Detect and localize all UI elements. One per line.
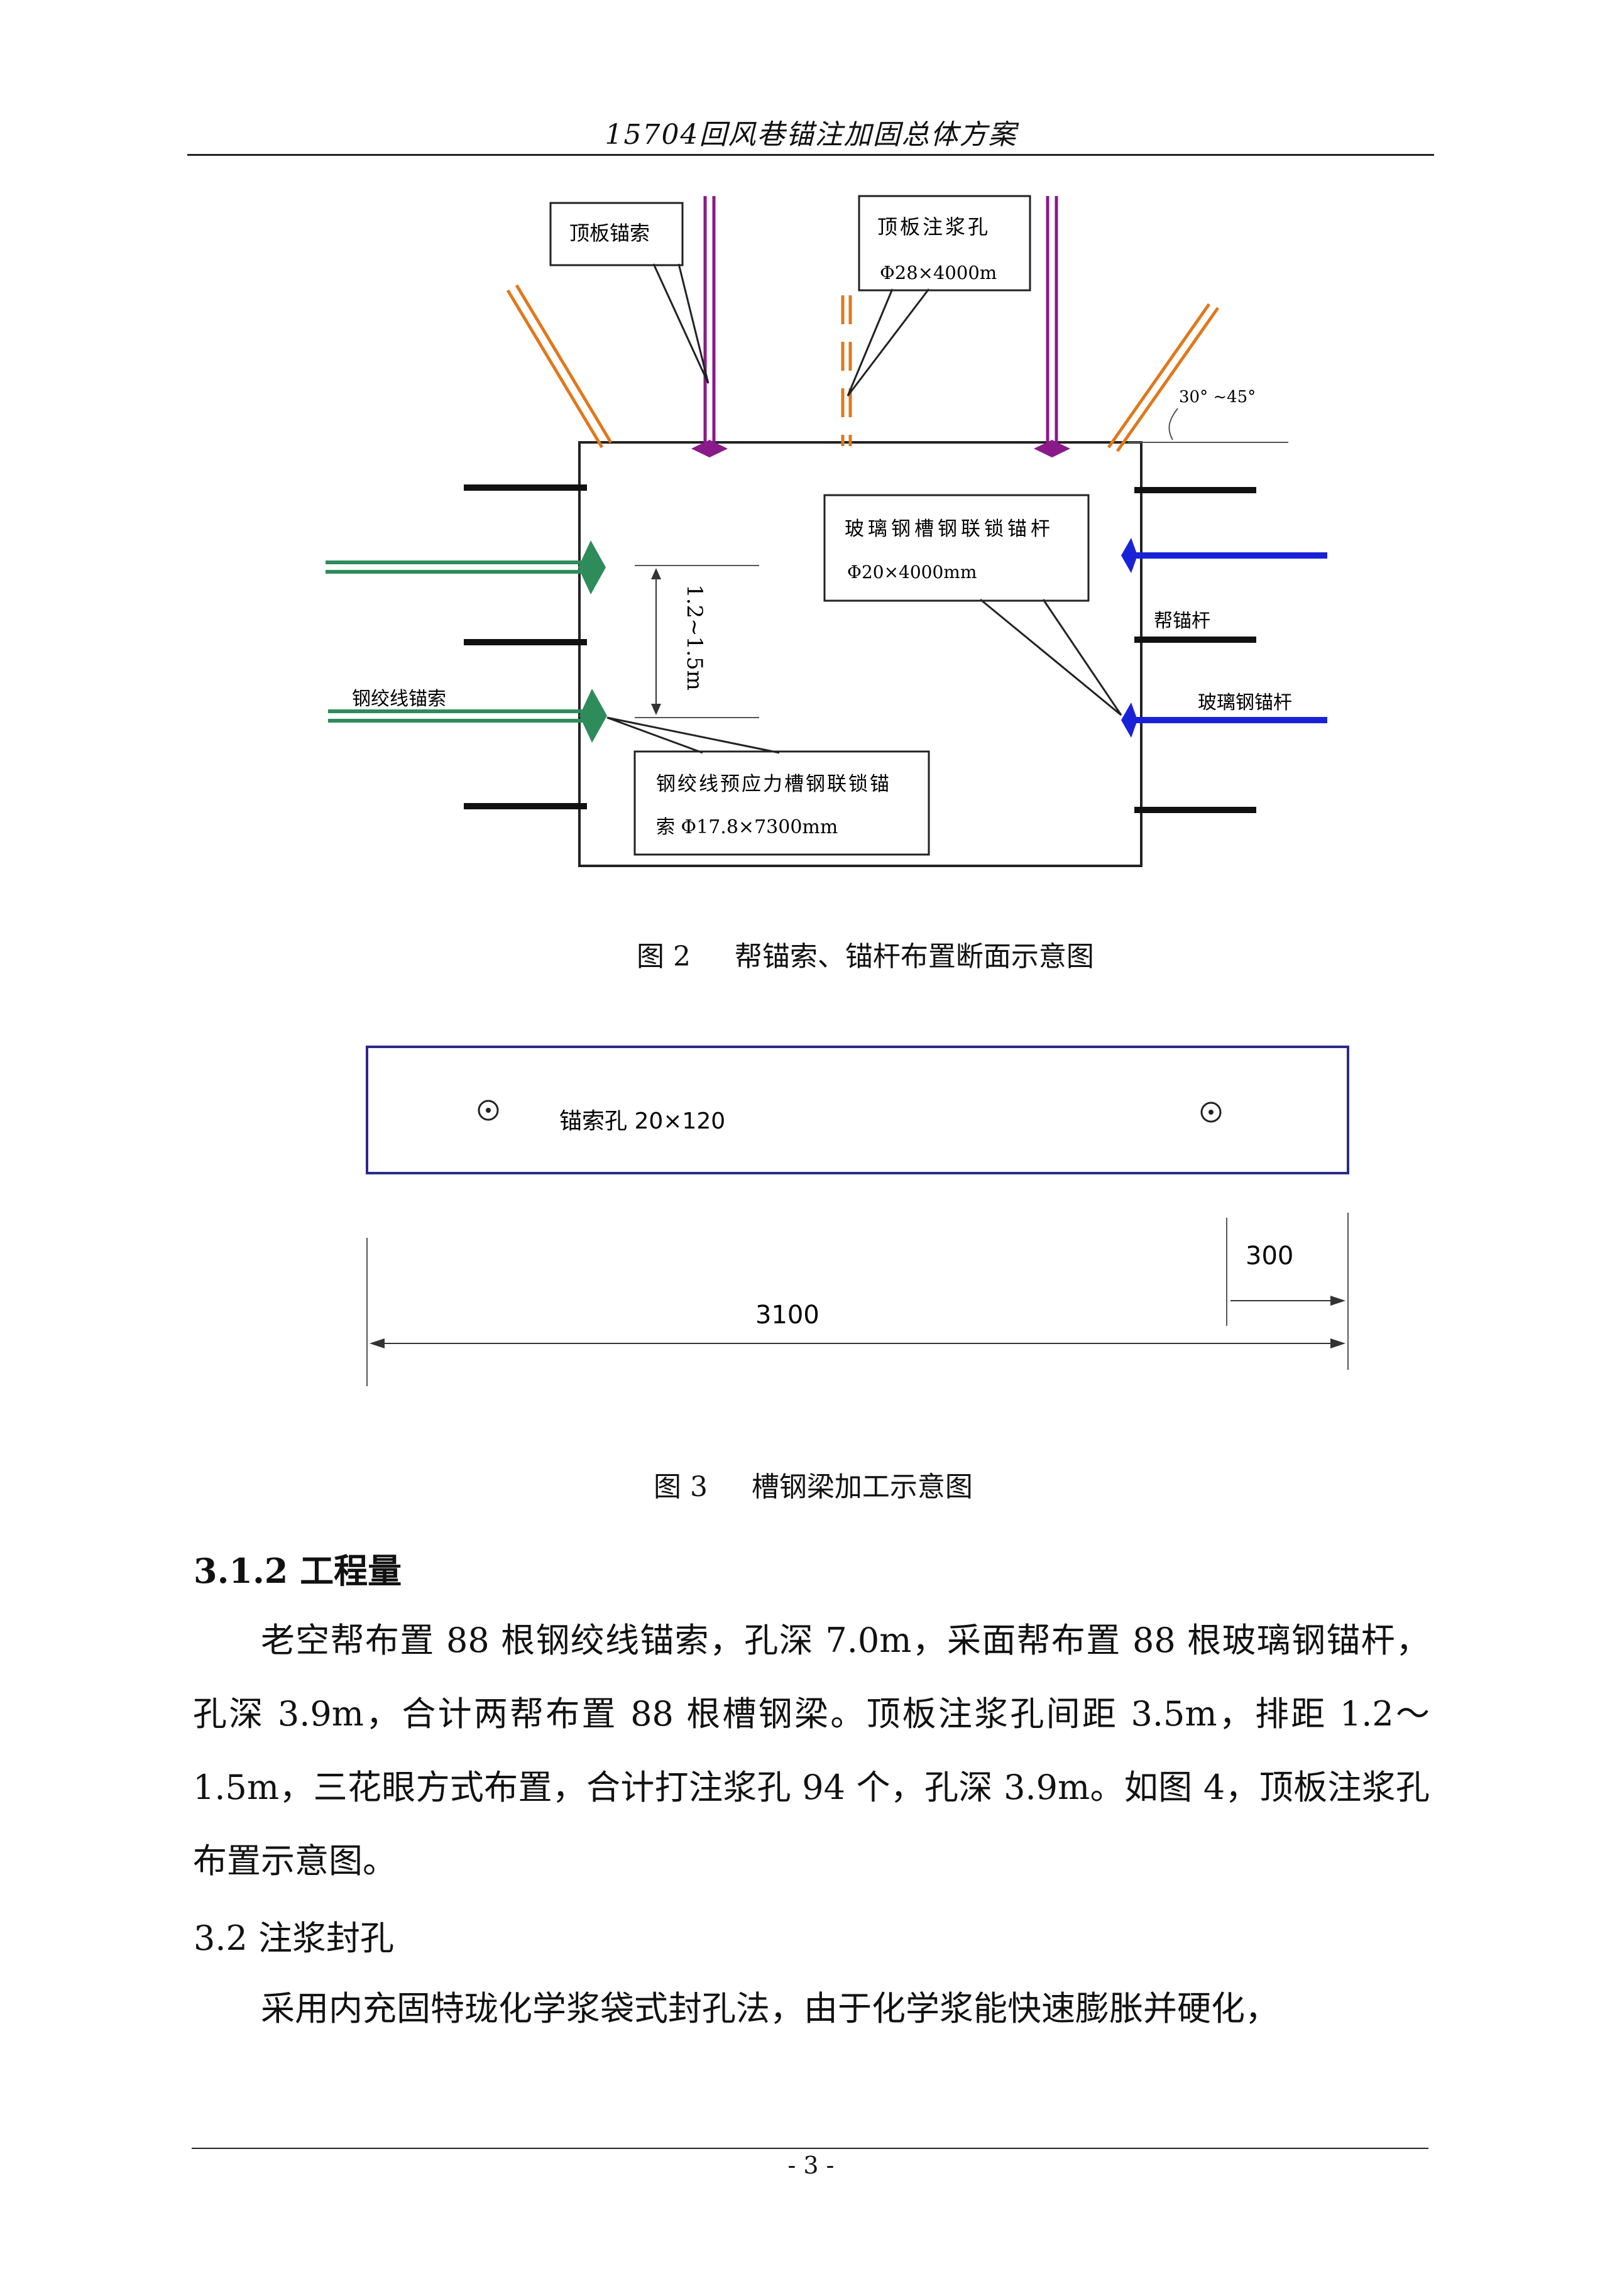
section-3-1-2-body: 老空帮布置 88 根钢绞线锚索，孔深 7.0m，采面帮布置 88 根玻璃钢锚杆，… bbox=[193, 1604, 1430, 1898]
roof-grout-hole-line bbox=[841, 295, 852, 446]
angle-label: 30° ~45° bbox=[1179, 388, 1256, 407]
strand-cable-left-2 bbox=[328, 689, 607, 743]
roof-cable-left bbox=[691, 196, 728, 457]
roadway-section bbox=[578, 441, 1143, 867]
spacing-label: 1.2~1.5m bbox=[682, 584, 707, 691]
rib-bolt-right-2 bbox=[1134, 637, 1256, 643]
anchor-hole-right bbox=[1200, 1102, 1222, 1123]
prestress-cable-label-line2: 索 Φ17.8×7300mm bbox=[656, 816, 838, 838]
rib-bolt-left-2 bbox=[464, 639, 587, 645]
page-number: - 3 - bbox=[787, 2151, 835, 2179]
figure-2-caption: 图 2 帮锚索、锚杆布置断面示意图 bbox=[637, 941, 1094, 973]
roof-grout-hole-label: 顶板注浆孔 bbox=[877, 215, 990, 239]
anchor-hole-label: 锚索孔 20×120 bbox=[559, 1108, 725, 1134]
rib-bolt-label: 帮锚杆 bbox=[1154, 610, 1210, 632]
section-3-2-heading: 3.2 注浆封孔 bbox=[194, 1918, 395, 1958]
dimension-total: 3100 bbox=[755, 1301, 819, 1330]
strand-cable-label: 钢绞线锚索 bbox=[352, 688, 446, 710]
strand-cable-left-1 bbox=[326, 540, 606, 594]
figure-2-diagram: 30° ~45° 1.2~1.5m 顶板锚索 顶板注浆孔 Φ28×4000m bbox=[326, 195, 1327, 867]
figure-3-diagram: 锚索孔 20×120 3100 300 bbox=[366, 1046, 1349, 1386]
channel-beam bbox=[366, 1046, 1349, 1174]
frp-bolt-right-2 bbox=[1121, 702, 1327, 738]
frp-channel-bolt-spec: Φ20×4000mm bbox=[847, 562, 977, 582]
frp-bolt-right-1 bbox=[1121, 538, 1327, 573]
frp-channel-bolt-label: 玻璃钢槽钢联锁锚杆 bbox=[845, 518, 1054, 540]
rib-bolt-right-3 bbox=[1134, 807, 1256, 813]
section-3-2-body: 采用内充固特珑化学浆袋式封孔法，由于化学浆能快速膨胀并硬化， bbox=[193, 1972, 1430, 2045]
footer-rule bbox=[192, 2148, 1428, 2149]
running-header: 15704回风巷锚注加固总体方案 bbox=[605, 119, 1017, 151]
section-3-1-2-heading: 3.1.2 工程量 bbox=[194, 1551, 402, 1591]
section-3-1-2-paragraph: 老空帮布置 88 根钢绞线锚索，孔深 7.0m，采面帮布置 88 根玻璃钢锚杆，… bbox=[193, 1621, 1430, 1881]
header-rule bbox=[187, 154, 1434, 156]
inclined-bolt-right bbox=[1107, 303, 1220, 452]
figure-3-caption: 图 3 槽钢梁加工示意图 bbox=[654, 1471, 973, 1503]
roof-grout-hole-spec: Φ28×4000m bbox=[880, 262, 997, 283]
roof-cable-right bbox=[1034, 196, 1070, 457]
dimension-edge: 300 bbox=[1246, 1242, 1293, 1271]
inclined-bolt-left bbox=[506, 284, 613, 449]
section-3-2-paragraph: 采用内充固特珑化学浆袋式封孔法，由于化学浆能快速膨胀并硬化， bbox=[261, 1989, 1279, 2028]
roof-cable-label: 顶板锚索 bbox=[569, 221, 650, 245]
anchor-hole-left bbox=[478, 1100, 499, 1121]
frp-bolt-label: 玻璃钢锚杆 bbox=[1198, 692, 1292, 714]
rib-bolt-left-1 bbox=[464, 484, 587, 491]
prestress-cable-label-line1: 钢绞线预应力槽钢联锁锚 bbox=[656, 773, 891, 795]
rib-bolt-left-3 bbox=[464, 803, 587, 809]
rib-bolt-right-1 bbox=[1134, 487, 1256, 493]
